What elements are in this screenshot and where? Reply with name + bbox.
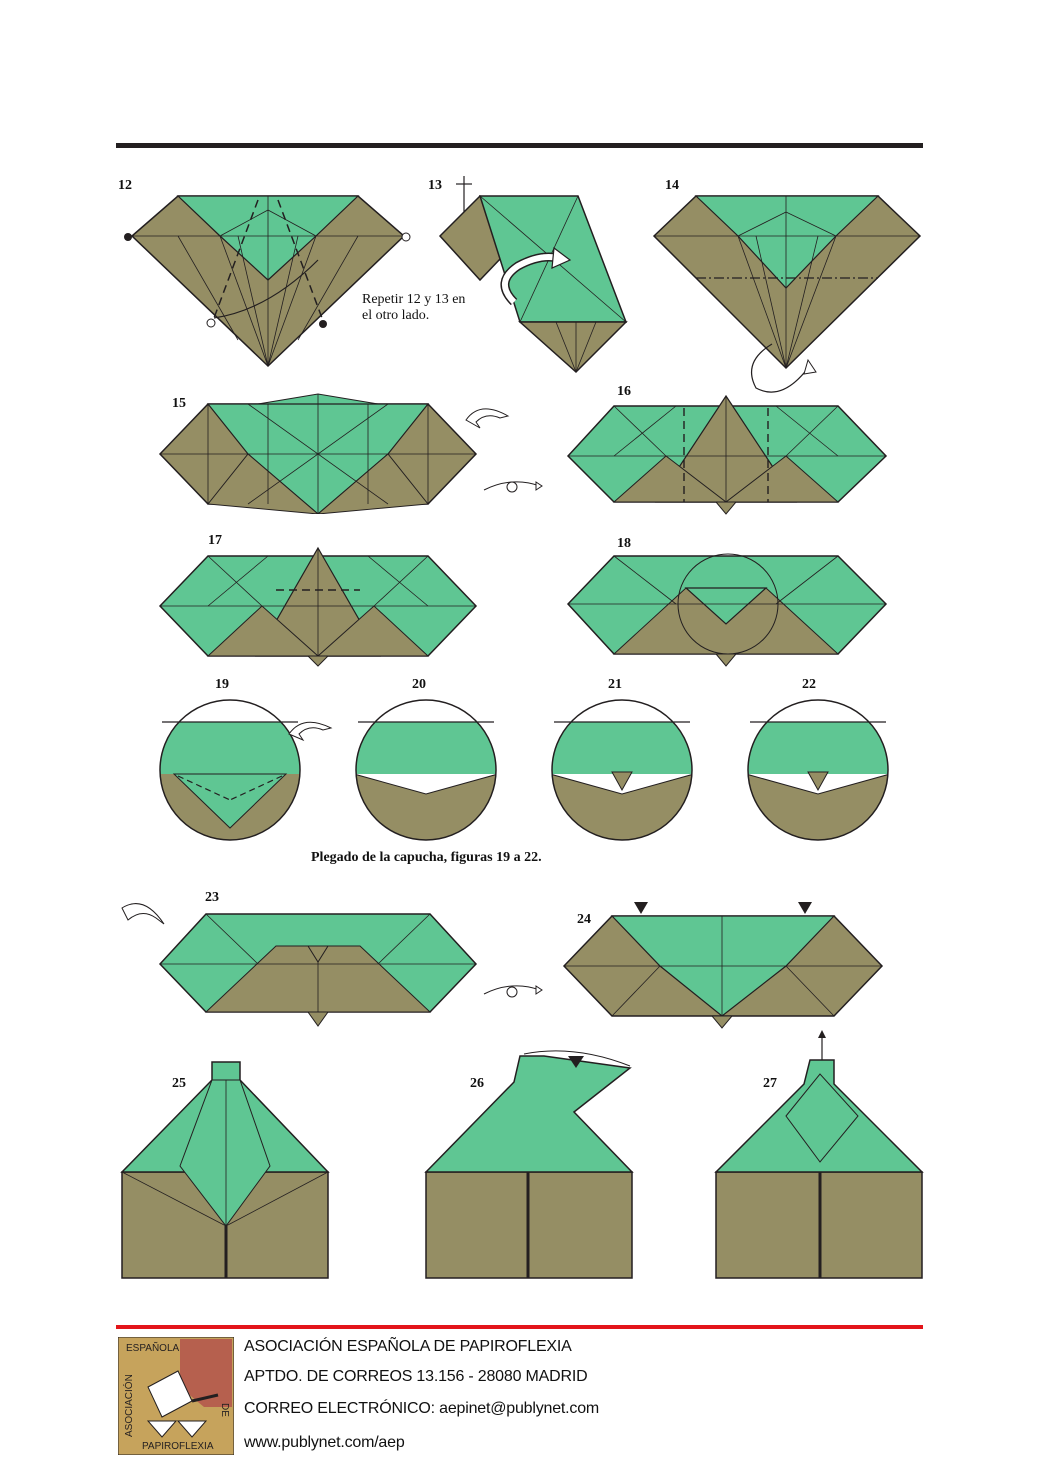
diagram-step-16 <box>566 394 888 515</box>
bottom-rule <box>116 1325 923 1329</box>
step-number: 18 <box>617 536 631 551</box>
hood-caption: Plegado de la capucha, figuras 19 a 22. <box>311 850 542 865</box>
repeat-note-line-2: el otro lado. <box>362 308 430 323</box>
aep-logo: ESPAÑOLA ASOCIACIÓN DE PAPIROFLEXIA <box>118 1337 234 1455</box>
diagram-step-26 <box>424 1050 634 1279</box>
logo-text-top: ESPAÑOLA <box>126 1341 179 1354</box>
top-rule <box>116 143 923 148</box>
diagram-step-23 <box>158 913 478 1027</box>
diagram-step-19 <box>159 699 301 841</box>
diagram-step-17 <box>158 546 478 667</box>
step-number: 13 <box>428 178 442 193</box>
step-number: 21 <box>608 677 622 692</box>
diagram-step-22 <box>747 699 889 841</box>
step-number: 12 <box>118 178 132 193</box>
step-number: 22 <box>802 677 816 692</box>
diagram-step-14 <box>652 195 922 393</box>
footer-email[interactable]: CORREO ELECTRÓNICO: aepinet@publynet.com <box>244 1400 600 1417</box>
diagram-step-13 <box>438 176 628 374</box>
step-number: 26 <box>470 1076 484 1091</box>
diagram-step-20 <box>355 699 497 841</box>
logo-text-bottom: PAPIROFLEXIA <box>142 1441 214 1452</box>
diagram-step-27 <box>714 1030 924 1279</box>
repeat-note-line-1: Repetir 12 y 13 en <box>362 292 466 307</box>
footer-association: ASOCIACIÓN ESPAÑOLA DE PAPIROFLEXIA <box>244 1338 572 1355</box>
step-number: 15 <box>172 396 186 411</box>
diagram-step-24 <box>562 902 884 1029</box>
logo-text-right: DE <box>219 1403 230 1417</box>
step-number: 24 <box>577 912 591 927</box>
step-number: 14 <box>665 178 679 193</box>
flip-over-icon <box>483 481 543 493</box>
turn-over-arrow-icon <box>465 408 510 429</box>
diagram-step-25 <box>120 1061 330 1279</box>
diagram-step-21 <box>551 699 693 841</box>
step-number: 25 <box>172 1076 186 1091</box>
diagram-step-15 <box>158 393 478 514</box>
turn-over-arrow-icon <box>288 721 333 742</box>
diagram-step-12 <box>124 195 411 368</box>
diagram-step-18 <box>566 553 888 667</box>
step-number: 17 <box>208 533 222 548</box>
footer-website[interactable]: www.publynet.com/aep <box>244 1434 405 1451</box>
footer-address: APTDO. DE CORREOS 13.156 - 28080 MADRID <box>244 1368 588 1385</box>
flip-over-icon <box>483 985 543 998</box>
repeat-note: Repetir 12 y 13 en el otro lado. <box>362 292 465 324</box>
step-number: 19 <box>215 677 229 692</box>
step-number: 20 <box>412 677 426 692</box>
step-number: 16 <box>617 384 631 399</box>
logo-text-left: ASOCIACIÓN <box>122 1374 135 1437</box>
step-number: 27 <box>763 1076 777 1091</box>
turn-arrow-icon <box>121 903 165 925</box>
step-number: 23 <box>205 890 219 905</box>
